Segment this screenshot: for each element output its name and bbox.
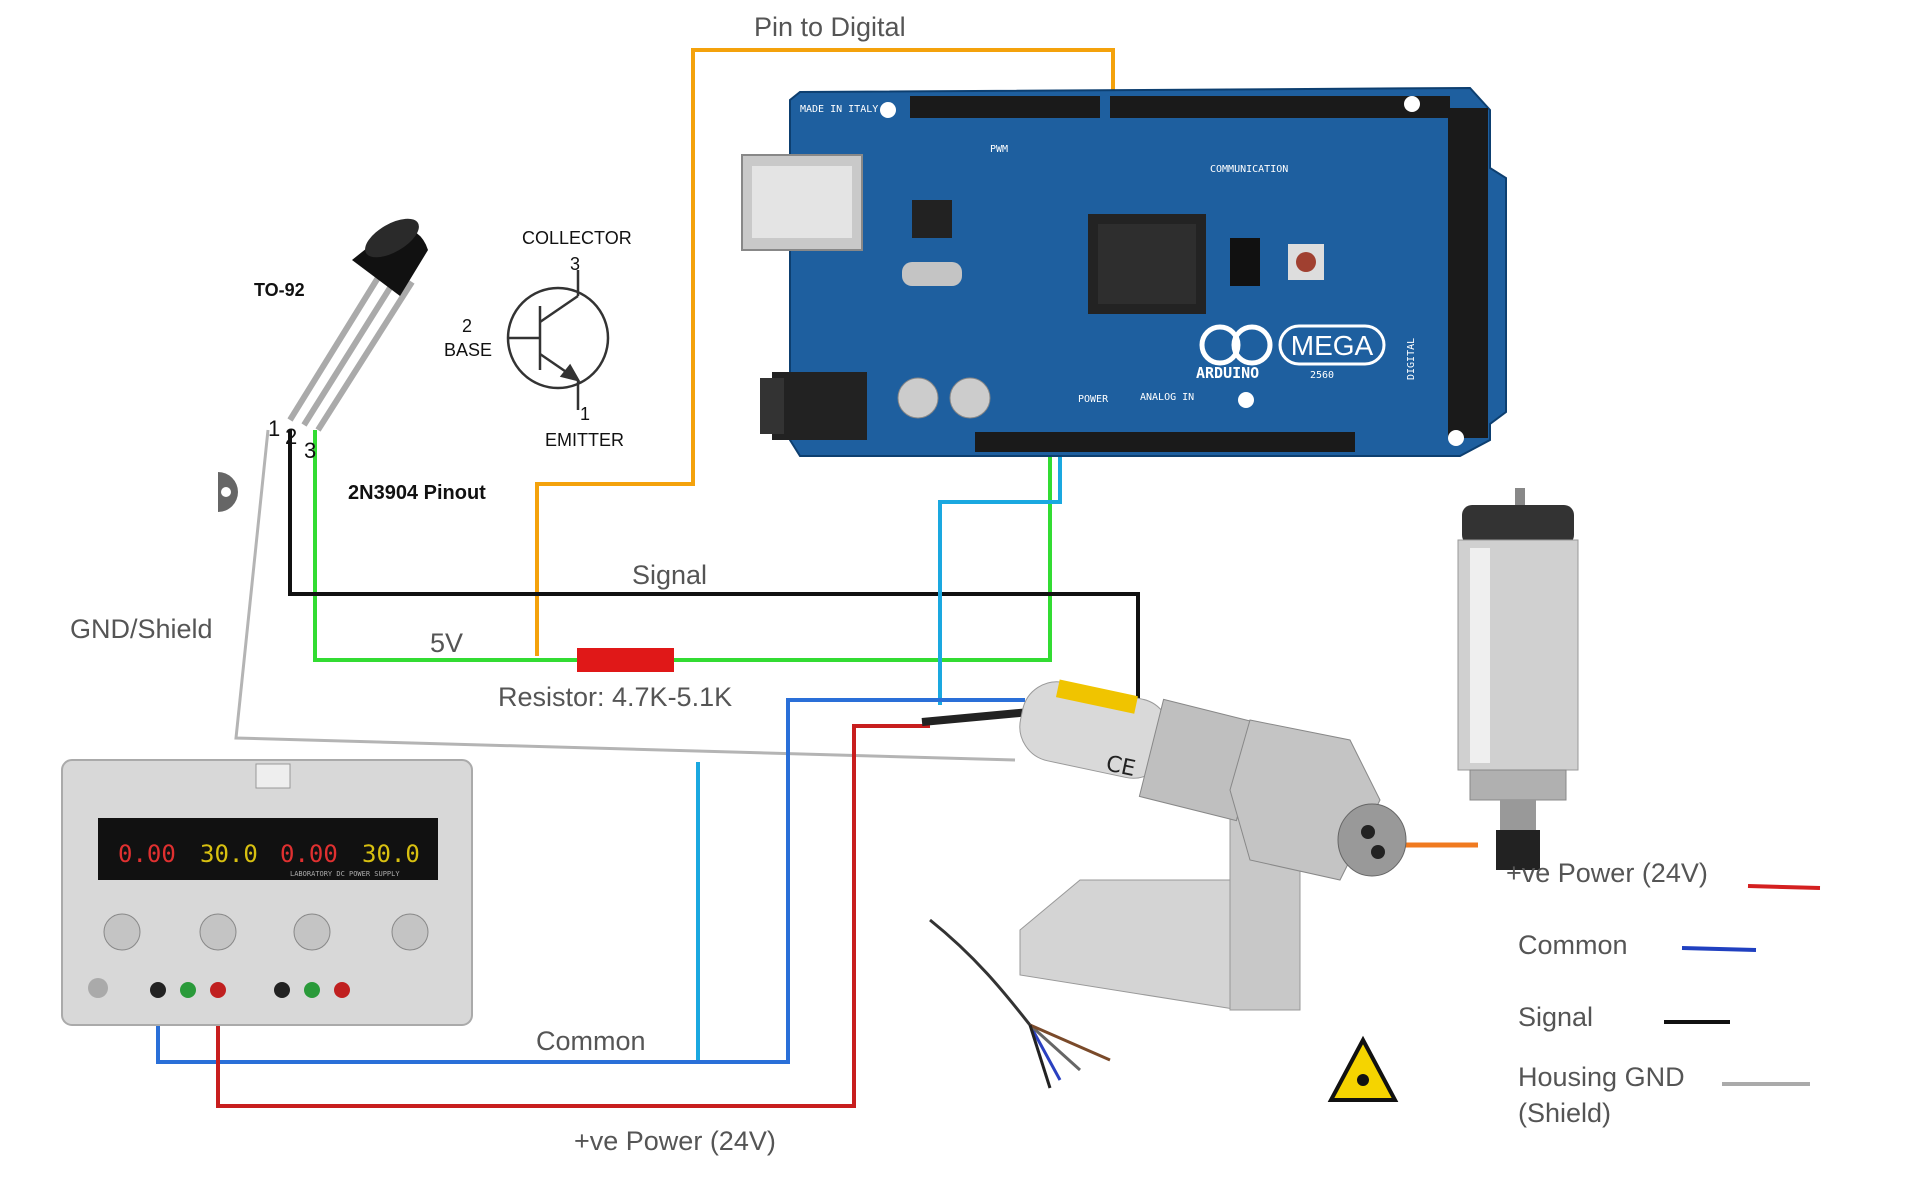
orange-digital-wire [535, 48, 1115, 656]
pin-2-label: 2 [285, 424, 298, 449]
analog-in-label: ANALOG IN [1140, 392, 1194, 403]
gnd-shield-label: GND/Shield [70, 614, 213, 644]
psu-readout-4: 30.0 [362, 840, 420, 868]
arduino-label: ARDUINO [1196, 364, 1259, 382]
legend-shield-label: Housing GND [1518, 1062, 1685, 1092]
red-power-wire [216, 724, 930, 1108]
power-24v-bottom-label: +ve Power (24V) [574, 1126, 776, 1156]
legend-common-label: Common [1518, 930, 1628, 960]
laser-warning-icon [1327, 1035, 1399, 1102]
arduino-model-label: 2560 [1310, 370, 1334, 381]
spindle-motor [1457, 488, 1579, 870]
legend-common-line [1681, 946, 1757, 952]
power-label: POWER [1078, 394, 1109, 405]
pin-to-digital-label: Pin to Digital [754, 12, 906, 42]
to92-label: TO-92 [254, 280, 305, 300]
pinout-label: 2N3904 Pinout [348, 482, 486, 504]
collector-pin-number: 3 [570, 254, 581, 274]
green-5v-wire [313, 430, 1052, 662]
mega-label: MEGA [1291, 330, 1374, 361]
grey-badge-icon [218, 472, 238, 512]
psu-readout-2: 30.0 [200, 840, 258, 868]
base-label: BASE [444, 340, 493, 360]
digital-label: DIGITAL [1406, 338, 1417, 380]
five-volt-label: 5V [430, 628, 464, 658]
npn-schematic [506, 270, 610, 410]
grey-shield-wire [234, 429, 1016, 762]
psu-readout-3: 0.00 [280, 840, 338, 868]
collector-label: COLLECTOR [522, 228, 632, 248]
resistor-label: Resistor: 4.7K-5.1K [498, 682, 733, 712]
base-pin-number: 2 [462, 316, 473, 336]
psu-readout-1: 0.00 [118, 840, 176, 868]
made-in-label: MADE IN ITALY [800, 104, 878, 115]
emitter-pin-number: 1 [580, 404, 591, 424]
legend-power-label: +ve Power (24V) [1506, 858, 1708, 888]
legend-shield-sublabel: (Shield) [1518, 1098, 1612, 1128]
legend-signal-label: Signal [1518, 1002, 1594, 1032]
loose-cable [929, 918, 1111, 1089]
to92-transistor [287, 218, 428, 432]
laser-sensor: CE [1019, 679, 1407, 1011]
blue-common-wire [156, 698, 1025, 1064]
psu-caption: LABORATORY DC POWER SUPPLY [290, 870, 400, 878]
sensor-black-lead [921, 708, 1031, 726]
pin-3-label: 3 [304, 438, 317, 463]
resistor [577, 648, 674, 672]
common-label: Common [536, 1026, 646, 1056]
communication-label: COMMUNICATION [1210, 164, 1288, 175]
legend-power-line [1747, 884, 1821, 890]
dc-power-supply: LABORATORY DC POWER SUPPLY 0.00 30.0 0.0… [61, 759, 473, 1026]
black-signal-wire [288, 430, 1140, 700]
svg-text:CE: CE [1104, 751, 1138, 782]
emitter-label: EMITTER [545, 430, 624, 450]
signal-label: Signal [632, 560, 708, 590]
pin-1-label: 1 [268, 416, 281, 441]
arduino-mega-board: MEGA ARDUINO 2560 MADE IN ITALY POWER AN… [741, 86, 1507, 457]
cyan-wire [938, 448, 1062, 705]
pwm-label: PWM [990, 144, 1008, 155]
